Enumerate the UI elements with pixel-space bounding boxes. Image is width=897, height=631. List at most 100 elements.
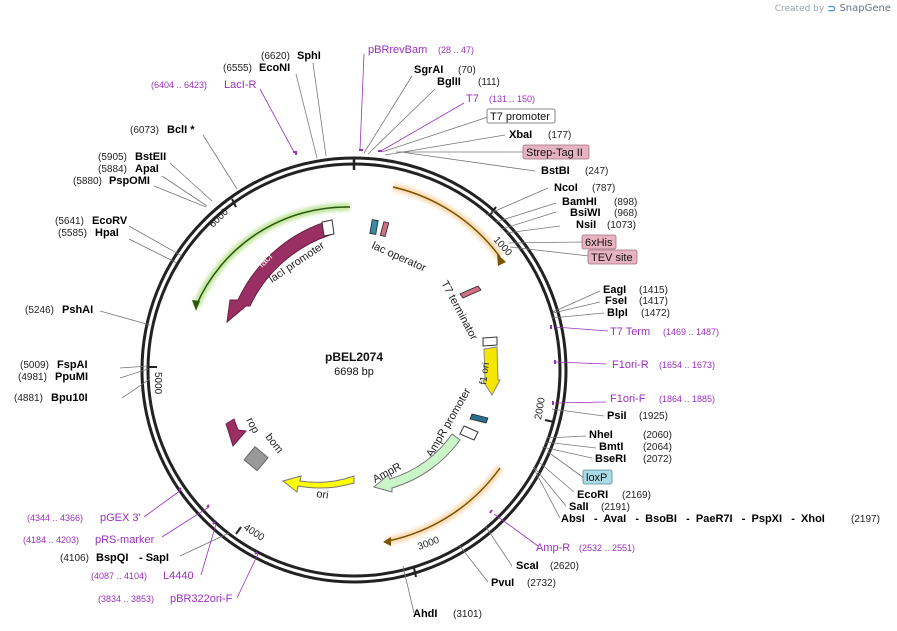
primer-t7: T7	[466, 93, 479, 105]
enzyme-bseri: BseRI	[595, 453, 626, 465]
t7-terminator-arrow	[482, 336, 498, 347]
tick-label-2000: 2000	[533, 396, 548, 420]
strep-tag-label: Strep-Tag II	[526, 147, 583, 159]
primer-prs-marker: pRS-marker	[95, 534, 155, 546]
enzyme-bcli: BclI *	[167, 124, 195, 136]
enzyme-pspomi: PspOMI	[109, 175, 150, 187]
enzyme-pos-ncoi: (787)	[592, 183, 615, 194]
enzyme-bamhi: BamHI	[562, 196, 597, 208]
brand-prefix: Created by	[774, 3, 825, 14]
enzyme-pos-bspqi: (4106)	[60, 553, 89, 564]
enzyme-psii: PsiI	[607, 410, 627, 422]
enzyme-bstbi: BstBI	[541, 165, 570, 177]
enzyme-nhei: NheI	[589, 429, 613, 441]
enzyme-pos-pspomi: (5880)	[73, 176, 102, 187]
plasmid-name: pBEL2074	[325, 350, 383, 364]
primer-pbr322ori-f: pBR322ori-F	[170, 593, 233, 605]
lac-operator-label: lac operator	[370, 240, 428, 275]
enzyme-pos-bcli: (6073)	[130, 125, 159, 136]
enzyme-pos-econi: (6555)	[223, 63, 252, 74]
tev-site-box	[587, 249, 638, 265]
enzyme-pos-sali: (2191)	[601, 502, 630, 513]
enzyme-pos-sphi: (6620)	[261, 51, 290, 62]
enzyme-nsii: NsiI	[576, 219, 596, 231]
enzyme-ppumi: PpuMI	[55, 371, 88, 383]
enzyme-pos-ppumi: (4981)	[18, 372, 47, 383]
loxp-label: loxP	[586, 472, 607, 484]
enzyme-eagi: EagI	[603, 284, 626, 296]
enzyme-labels-right: SgrAI (70) BglII (111) XbaI (177) BstBI …	[413, 64, 880, 620]
enzyme-xbai: XbaI	[509, 129, 532, 141]
primer-t7-term-range: (1469 .. 1487)	[663, 327, 719, 337]
enzyme-blpi: BlpI	[607, 307, 628, 319]
rop-label: rop	[243, 416, 261, 436]
ampr-promoter-feature	[459, 425, 479, 441]
orf-arc-laci-arrowhead	[192, 300, 200, 311]
bom-label: bom	[263, 431, 286, 455]
enzyme-sapi: - SapI	[139, 552, 169, 564]
laci-promoter-feature	[321, 219, 335, 237]
primer-amp-r-range: (2532 .. 2551)	[579, 543, 635, 553]
enzyme-pos-bstbi: (247)	[585, 166, 608, 177]
enzyme-multi-cutter: AbsI - AvaI - BsoBI - PaeR7I - PspXI - X…	[561, 513, 825, 525]
t7-terminator-feature	[459, 285, 482, 299]
primer-t7-range: (131 .. 150)	[489, 94, 535, 104]
enzyme-pos-bseri: (2072)	[643, 454, 672, 465]
enzyme-pos-ecorv: (5641)	[55, 216, 84, 227]
enzyme-pos-fspai: (5009)	[20, 360, 49, 371]
enzyme-econi: EcoNI	[259, 62, 290, 74]
primer-pgex3: pGEX 3'	[100, 512, 141, 524]
primer-laci-r-range: (6404 .. 6423)	[151, 80, 207, 90]
primer-f1ori-r: F1ori-R	[612, 359, 649, 371]
ori-feature	[281, 475, 355, 493]
boxed-labels: T7 promoter Strep-Tag II 6xHis TEV site …	[486, 108, 638, 485]
ampr-feature	[372, 433, 461, 493]
enzyme-scai: ScaI	[516, 560, 539, 572]
enzyme-pos-eagi: (1415)	[639, 285, 668, 296]
enzyme-pos-bsiwi: (968)	[614, 208, 637, 219]
ori-label: ori	[316, 488, 330, 502]
orf-arc-top-arrowhead	[497, 254, 506, 266]
orf-arc-bottom-arrowhead	[383, 537, 391, 546]
lac-operator-feature-2	[379, 221, 390, 238]
enzyme-bsteii: BstEII	[135, 151, 166, 163]
ampr-promoter-small-feature	[469, 413, 489, 424]
f1-ori-feature	[482, 346, 501, 396]
enzyme-sali: SalI	[569, 501, 589, 513]
tick-label-6000: 6000	[207, 206, 231, 230]
enzyme-pos-ecori: (2169)	[622, 490, 651, 501]
primer-t7-term: T7 Term	[610, 326, 650, 338]
enzyme-apai: ApaI	[135, 163, 159, 175]
primer-f1ori-f: F1ori-F	[610, 393, 646, 405]
laci-feature	[226, 219, 333, 324]
primer-f1ori-f-range: (1864 .. 1885)	[659, 394, 715, 404]
primer-l4440: L4440	[163, 570, 194, 582]
enzyme-pshai: PshAI	[62, 304, 93, 316]
tick-label-3000: 3000	[416, 535, 441, 553]
enzyme-bsiwi: BsiWI	[570, 207, 601, 219]
enzyme-bpu10i: Bpu10I	[51, 392, 88, 404]
primer-l4440-range: (4087 .. 4104)	[91, 571, 147, 581]
enzyme-ecori: EcoRI	[577, 489, 608, 501]
enzyme-pos-xbai: (177)	[548, 130, 571, 141]
strep-tag-box	[522, 144, 590, 160]
enzyme-pos-nhei: (2060)	[643, 430, 672, 441]
orf-arc-bottom-line	[387, 467, 501, 542]
enzyme-pos-blpi: (1472)	[641, 308, 670, 319]
enzyme-pos-scai: (2620)	[550, 561, 579, 572]
enzyme-labels-left: (6620) SphI (6555) EcoNI (6073) BclI * (…	[14, 50, 321, 564]
primer-amp-r: Amp-R	[536, 542, 570, 554]
enzyme-ncoi: NcoI	[554, 182, 578, 194]
loxp-box	[582, 469, 613, 485]
t7-promoter-label: T7 promoter	[490, 111, 550, 123]
snapgene-logo-icon: ⊃	[827, 2, 837, 15]
primer-f1ori-r-range: (1654 .. 1673)	[659, 360, 715, 370]
enzyme-sgrai: SgrAI	[414, 64, 443, 76]
primer-pbr322ori-f-range: (3834 .. 3853)	[98, 594, 154, 604]
tick-label-4000: 4000	[241, 522, 266, 544]
enzyme-pos-pvui: (2732)	[527, 578, 556, 589]
enzyme-pos-psii: (1925)	[639, 411, 668, 422]
enzyme-pos-apai: (5884)	[98, 164, 127, 175]
orf-arc-top-line	[392, 186, 501, 258]
